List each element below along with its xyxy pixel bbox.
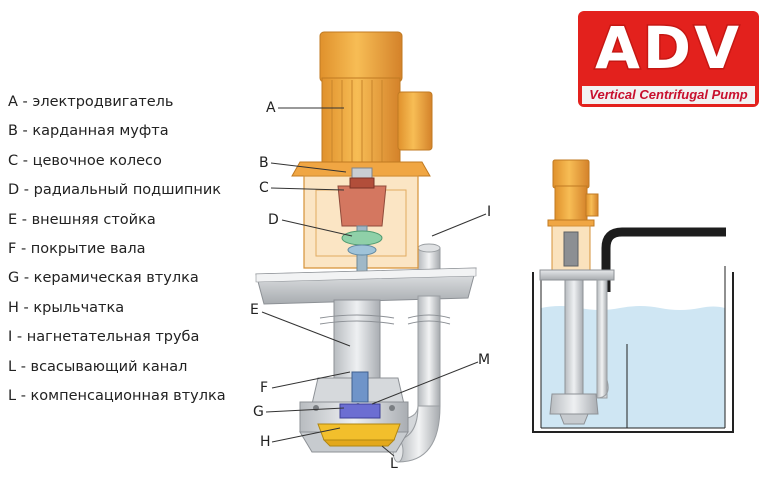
legend-item-h: H - крыльчатка [8,299,125,316]
legend-item-l-bushing: L - компенсационная втулка [8,387,226,404]
discharge-pipe [417,295,441,407]
legend-item-f: F - покрытие вала [8,240,146,257]
brand-logo: ADV Vertical Centrifugal Pump [578,11,759,111]
legend-item-e: E - внешняя стойка [8,211,156,228]
ceramic-sleeve [339,403,381,419]
legend-item-l-suction: L - всасывающий канал [8,358,188,375]
small-motor-top [552,159,590,189]
legend-item-b: B - карданная муфта [8,123,169,140]
legend-item-i: I - нагнетательная труба [8,329,200,346]
callout-b: B [259,155,269,171]
callout-l: L [390,456,398,472]
logo-red-block [578,11,759,85]
callout-h: H [260,434,271,450]
callout-m: M [478,352,491,368]
callout-e: E [250,302,259,318]
shaft-cover [351,371,369,403]
discharge-pipe-opening [417,243,441,253]
callout-d: D [268,212,279,228]
main-pump [255,31,477,463]
callout-f: F [260,380,269,396]
legend-list: A - электродвигатель B - карданная муфта… [8,88,248,411]
legend-item-d: D - радиальный подшипник [8,182,222,199]
pump-in-tank [532,159,734,433]
callout-a: A [266,100,276,116]
motor-body [321,77,401,165]
coupling-wheel [337,185,387,227]
logo-brand-text: ADV [594,13,742,84]
impeller [317,423,401,441]
outer-column [333,299,381,381]
logo-subtitle: Vertical Centrifugal Pump [582,86,755,104]
motor-top [319,31,403,83]
callout-g: G [253,404,264,420]
legend-item-a: A - электродвигатель [8,94,174,110]
legend-item-g: G - керамическая втулка [8,270,199,287]
discharge-hose [601,227,726,292]
radial-bearing [341,230,383,246]
callout-i: I [487,204,492,220]
tank-outline [532,272,734,433]
motor-terminal-box [397,91,433,151]
legend-item-c: C - цевочное колесо [8,152,162,169]
leader-lines [261,107,487,457]
callout-c: C [259,180,269,196]
logo-subtitle-band: Vertical Centrifugal Pump [578,83,759,107]
small-column [564,279,584,395]
